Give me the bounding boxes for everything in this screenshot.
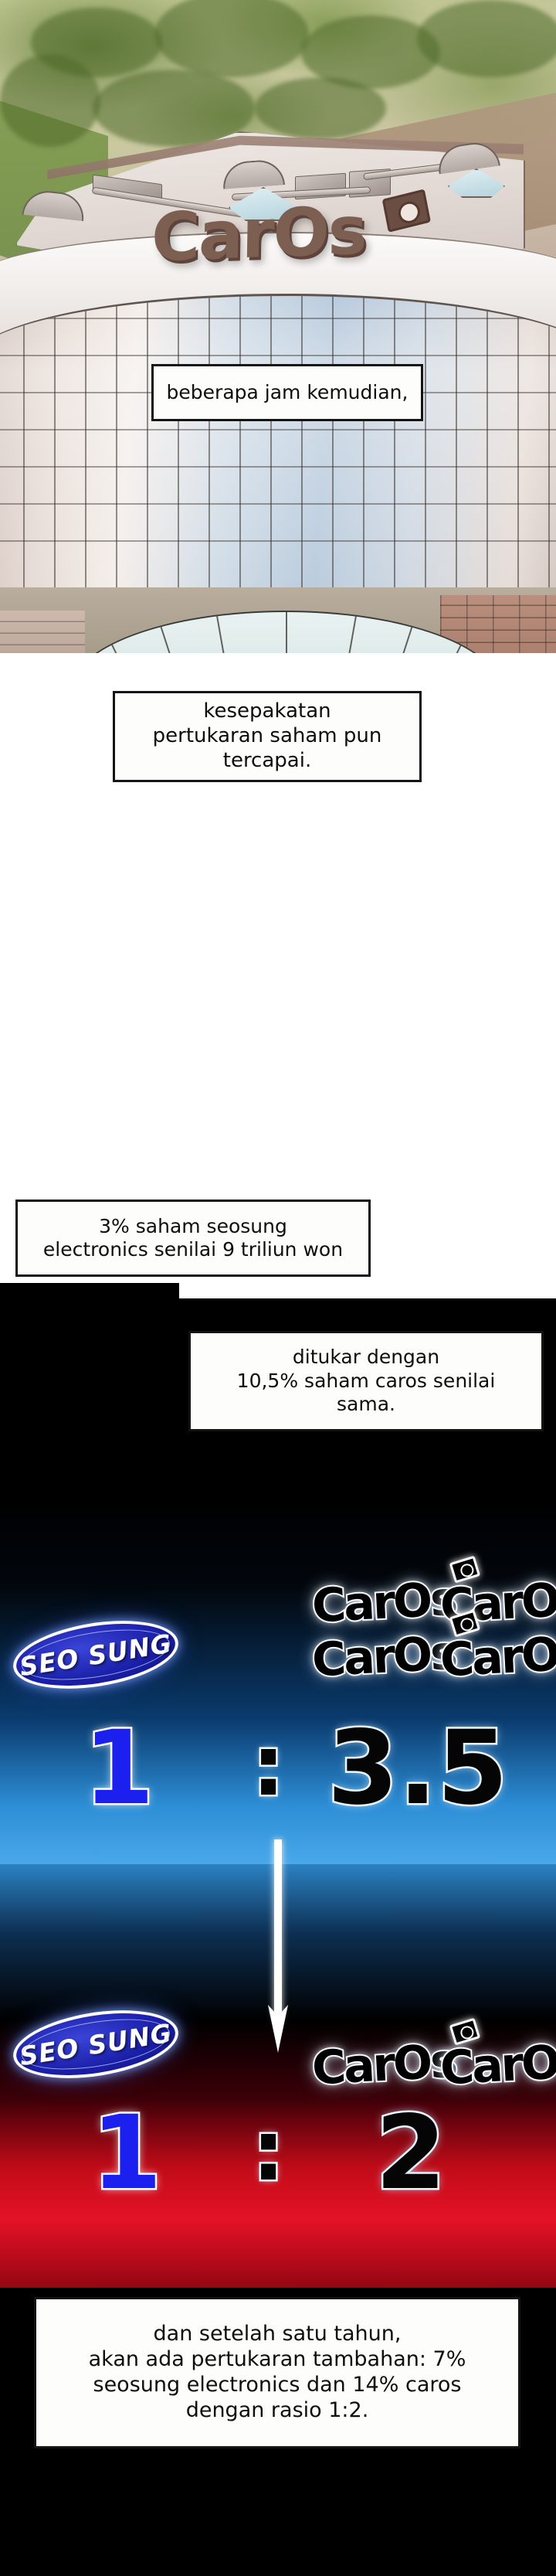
ratio-right-number: 3.5 xyxy=(326,1709,510,1828)
ratio-separator-text: : xyxy=(249,2103,286,2200)
panel-aerial-building: CarOs xyxy=(0,0,556,653)
caption-text: ditukar dengan 10,5% saham caros senilai… xyxy=(236,1346,496,1416)
seosung-logo-text: SEO SUNG xyxy=(17,2017,175,2071)
ratio-right-value: 2 xyxy=(374,2101,449,2207)
seosung-logo: SEO SUNG xyxy=(8,1610,184,1700)
ratio-left-value: 1 xyxy=(90,2101,164,2207)
caros-logo: CarOs xyxy=(437,1625,556,1690)
caros-logo-text: CarOs xyxy=(309,1570,458,1635)
caros-logo-text: CarOs xyxy=(437,1625,556,1690)
black-block-left xyxy=(0,1283,179,1501)
tree-canopy xyxy=(255,77,386,139)
tree-canopy xyxy=(154,0,309,77)
tree-canopy xyxy=(0,54,100,147)
seosung-logo-text: SEO SUNG xyxy=(17,1628,175,1682)
ratio-right-number: 2 xyxy=(374,2094,449,2213)
glass-facade-tower xyxy=(0,294,556,603)
caption-box-5: dan setelah satu tahun, akan ada pertuka… xyxy=(34,2297,520,2448)
caption-box-1: beberapa jam kemudian, xyxy=(151,364,423,421)
seosung-logo: SEO SUNG xyxy=(8,1999,184,2089)
caros-logo-text: CarOs xyxy=(309,1625,458,1690)
down-arrow-icon xyxy=(268,1839,288,2056)
building-sign-text: CarOs xyxy=(151,192,367,277)
caption-text: kesepakatan pertukaran saham pun tercapa… xyxy=(152,699,382,772)
caros-logo-text: CarOs xyxy=(437,2033,556,2098)
caption-box-4: ditukar dengan 10,5% saham caros senilai… xyxy=(188,1331,544,1431)
tree-canopy xyxy=(93,70,255,147)
ratio-right-value: 3.5 xyxy=(326,1716,510,1822)
caption-box-3: 3% saham seosung electronics senilai 9 t… xyxy=(15,1200,371,1277)
ratio-separator: : xyxy=(249,2108,286,2195)
caption-text: dan setelah satu tahun, akan ada pertuka… xyxy=(88,2322,466,2422)
ratio-separator-text: : xyxy=(249,1718,286,1815)
caption-text: beberapa jam kemudian, xyxy=(166,380,409,403)
ratio-left-number: 1 xyxy=(82,1709,157,1828)
caros-logo: CarOs xyxy=(437,2033,556,2098)
ratio-separator: : xyxy=(249,1723,286,1810)
arrow-head xyxy=(268,2005,288,2053)
ratio-left-number: 1 xyxy=(90,2094,164,2213)
caption-text: 3% saham seosung electronics senilai 9 t… xyxy=(42,1214,344,1261)
tree-canopy xyxy=(417,0,556,77)
caption-box-2: kesepakatan pertukaran saham pun tercapa… xyxy=(113,691,422,782)
brick-wall-left xyxy=(0,611,85,653)
tree-canopy xyxy=(301,15,440,89)
ratio-panel-blue: SEO SUNG CarOs CarOs CarOs CarOs 1 : 3.5 xyxy=(0,1501,556,1864)
building-caros-sign: CarOs xyxy=(151,189,431,277)
caros-logo-text: CarOs xyxy=(309,2033,458,2098)
page-gutter xyxy=(0,819,556,1175)
camera-icon xyxy=(381,189,431,233)
arrow-shaft xyxy=(274,1839,282,2019)
ratio-left-value: 1 xyxy=(82,1716,157,1822)
